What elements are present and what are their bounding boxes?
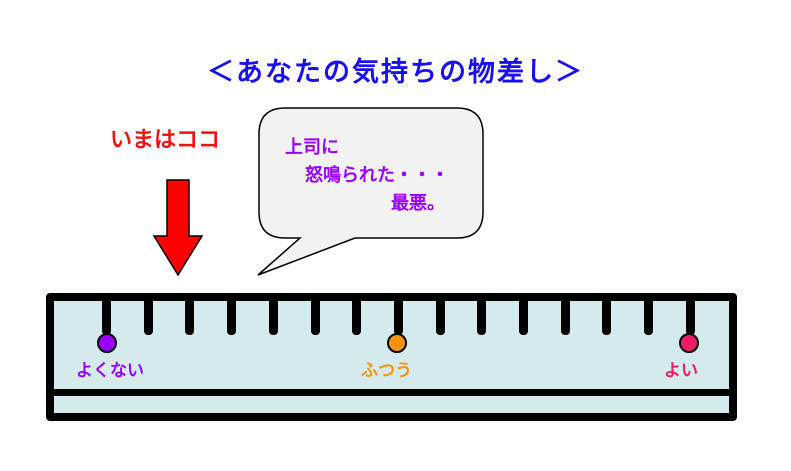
ruler-tick (435, 301, 445, 335)
normal-dot (387, 333, 407, 353)
mood-ruler: よくない ふつう よい (46, 293, 737, 421)
down-arrow-icon (152, 179, 204, 277)
good-dot (679, 333, 699, 353)
page-title: ＜あなたの気持ちの物差し＞ (207, 57, 584, 88)
ruler-tick (393, 301, 403, 335)
ruler-tick (685, 301, 695, 335)
ruler-bottom-bar (54, 389, 729, 396)
bad-dot (97, 333, 117, 353)
ruler-tick (477, 301, 487, 335)
ruler-tick (519, 301, 528, 335)
ruler-tick (185, 301, 195, 335)
ruler-tick (102, 301, 111, 335)
good-label: よい (664, 361, 698, 381)
bubble-line-3: 最悪。 (391, 193, 445, 214)
current-position-label: いまはココ (110, 128, 221, 153)
speech-bubble: 上司に 怒鳴られた・・・ 最悪。 (255, 105, 487, 280)
ruler-tick (352, 301, 362, 335)
ruler-tick (560, 301, 570, 335)
ruler-tick (227, 301, 237, 335)
normal-label: ふつう (361, 361, 412, 381)
speech-bubble-shape (257, 107, 484, 276)
ruler-tick (310, 301, 320, 335)
ruler-tick (644, 301, 654, 335)
bad-label: よくない (76, 361, 144, 381)
arrow-shape (152, 179, 204, 277)
bubble-line-2: 怒鳴られた・・・ (305, 165, 449, 186)
ruler-tick (602, 301, 612, 335)
bubble-line-1: 上司に (285, 137, 339, 158)
ruler-tick (268, 301, 278, 335)
ruler-tick (143, 301, 153, 335)
